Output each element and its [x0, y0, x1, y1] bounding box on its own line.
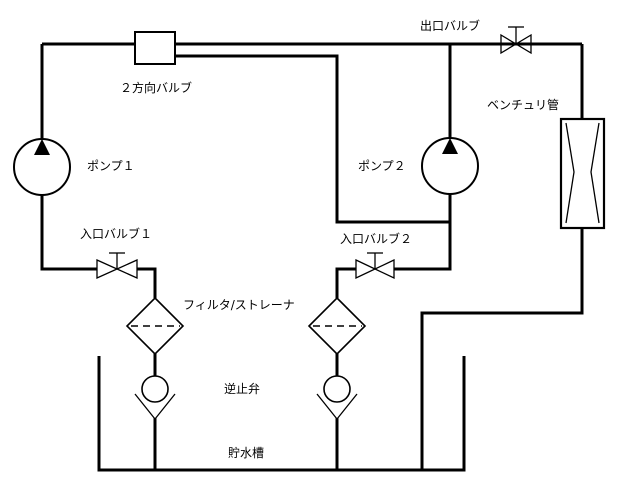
- pump2-label: ポンプ２: [358, 159, 406, 173]
- check-valve-label: 逆止弁: [224, 381, 260, 396]
- pipe-return-line: [420, 44, 584, 470]
- filter-strainer-1: [125, 296, 185, 356]
- inlet-valve1-label: 入口バルブ１: [80, 226, 152, 241]
- check-valve-1: [134, 375, 176, 421]
- inlet-valve-1: [96, 252, 138, 280]
- inlet-valve2-label: 入口バルブ２: [340, 231, 412, 246]
- pump1-label: ポンプ１: [87, 159, 135, 173]
- pump-2: [421, 137, 479, 195]
- check-valve-2: [316, 375, 358, 421]
- filter-label: フィルタ/ストレーナ: [183, 298, 295, 312]
- venturi-label: ベンチュリ管: [487, 97, 559, 112]
- tank-label: 貯水槽: [228, 446, 264, 460]
- inlet-valve-2: [355, 252, 395, 280]
- two-way-valve-label: ２方向バルブ: [120, 80, 192, 95]
- pipe-pump1-branch: [40, 44, 157, 298]
- pipe-network: [40, 42, 584, 470]
- pump-1: [13, 138, 71, 196]
- two-way-valve: [134, 31, 176, 65]
- outlet-valve-label: 出口バルブ: [420, 18, 480, 33]
- pipe-pump2-branch: [335, 44, 452, 298]
- storage-tank: [97, 356, 466, 472]
- outlet-valve: [500, 26, 532, 55]
- venturi-tube: [559, 117, 606, 230]
- filter-strainer-2: [307, 296, 367, 356]
- pipe-bypass: [174, 54, 450, 224]
